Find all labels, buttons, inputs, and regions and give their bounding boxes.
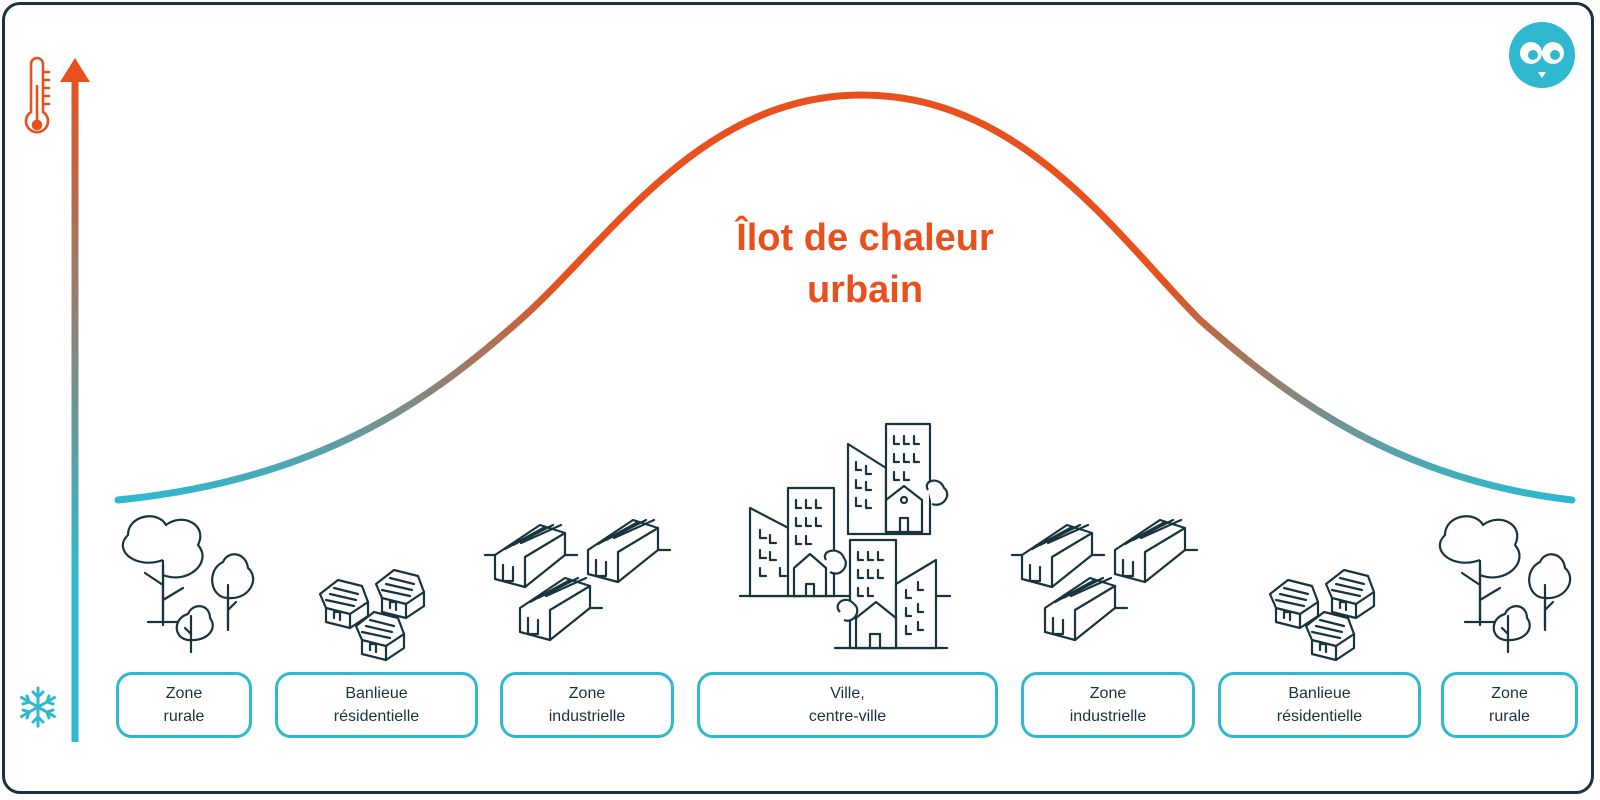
factories-illustration-right [1010,518,1199,642]
heat-curve [114,91,1576,504]
zone-label-line-1: Zone [1491,685,1528,702]
trees-illustration-left [121,515,255,654]
title-line-2: urbain [806,269,924,311]
zone-label-line-2: industrielle [1069,708,1147,725]
zone-label-line-2: rurale [1489,708,1530,725]
zone-label-line-1: Ville, [830,685,865,702]
houses-illustration-right [1268,568,1376,662]
zone-label-suburb-left: Banlieue résidentielle [275,672,478,738]
owl-logo-icon [1509,22,1575,88]
snowflake-icon [20,686,56,728]
zone-label-industrial-left: Zone industrielle [500,672,674,738]
zone-label-line-2: résidentielle [333,708,420,725]
zone-label-line-2: industrielle [548,708,626,725]
zone-label-rural-right: Zone rurale [1441,672,1578,738]
thermometer-icon [24,56,51,134]
temperature-axis [60,58,90,742]
zone-label-line-1: Banlieue [1288,685,1351,702]
axis-arrowhead [60,58,90,82]
diagram-title: Îlot de chaleur urbain [650,212,1080,316]
factories-illustration-left [483,518,672,642]
zone-label-line-2: centre-ville [808,708,887,725]
zone-label-line-1: Zone [165,685,203,702]
zone-label-suburb-right: Banlieue résidentielle [1218,672,1421,738]
zone-label-line-1: Zone [568,685,606,702]
zone-label-line-2: résidentielle [1276,708,1363,725]
title-line-1: Îlot de chaleur [736,217,994,259]
zone-label-line-1: Zone [1089,685,1127,702]
zone-label-rural-left: Zone rurale [116,672,252,738]
city-illustration [738,422,952,650]
zone-label-industrial-right: Zone industrielle [1021,672,1195,738]
zone-label-line-2: rurale [163,708,205,725]
trees-illustration-right [1438,515,1572,654]
houses-illustration-left [318,568,426,662]
zone-label-city-centre: Ville, centre-ville [697,672,998,738]
zone-label-line-1: Banlieue [345,685,408,702]
